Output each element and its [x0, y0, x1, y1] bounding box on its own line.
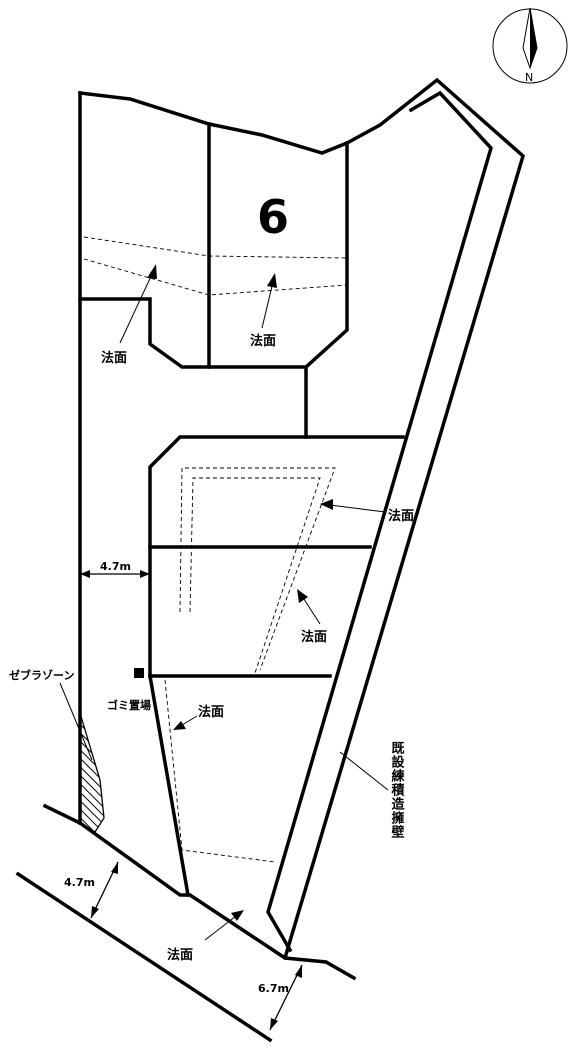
zebra-zone-leader [59, 682, 93, 761]
slope-label-d: 法面 [301, 629, 327, 645]
slope-label-a: 法面 [101, 350, 127, 366]
slope-dash-lower [164, 679, 276, 863]
retaining-wall-inner-edge [266, 90, 493, 953]
slope-dash-mid-outer [179, 467, 336, 671]
road-upper-edge [42, 803, 357, 981]
slope-dash-upper-1 [83, 236, 348, 259]
zebra-zone-hatch [79, 712, 105, 833]
compass-north-letter: N [525, 71, 533, 84]
width-road-right-dimension [269, 964, 303, 1031]
slope-b-leader [261, 273, 277, 329]
width-road-right-label: 6.7m [258, 982, 289, 995]
retaining-wall-label: 既設練積造擁壁 [389, 741, 406, 839]
slope-dash-mid-inner [189, 477, 321, 677]
lot-lower-left-boundary [147, 673, 191, 898]
garbage-area-label: ゴミ置場 [107, 698, 151, 712]
slope-d-leader [297, 589, 321, 625]
slope-label-b: 法面 [250, 333, 276, 349]
lot-upper-left-boundary [78, 297, 308, 439]
north-compass-icon: N [492, 7, 568, 84]
lot-number: 6 [257, 190, 289, 244]
lot-6-right-boundary [303, 141, 349, 370]
retaining-wall-leader [339, 751, 389, 791]
road-lower-edge [15, 871, 273, 1043]
slope-f-leader [204, 910, 244, 941]
slope-a-leader [119, 264, 157, 344]
slope-e-leader [173, 715, 198, 730]
zebra-zone-label: ゼブラゾーン [9, 668, 74, 682]
width-middle-label: 4.7m [100, 560, 131, 573]
lot-middle-top-boundary [148, 435, 405, 678]
slope-c-leader [320, 499, 386, 513]
garbage-area-marker [134, 668, 144, 678]
slope-label-c: 法面 [388, 508, 414, 524]
slope-dash-upper-2 [83, 258, 348, 296]
width-road-left-dimension [90, 861, 119, 919]
width-road-left-label: 4.7m [64, 876, 95, 889]
slope-label-e: 法面 [198, 704, 224, 720]
top-lot-boundary [78, 77, 525, 961]
slope-label-f: 法面 [167, 947, 193, 963]
width-middle-dimension [80, 570, 150, 578]
